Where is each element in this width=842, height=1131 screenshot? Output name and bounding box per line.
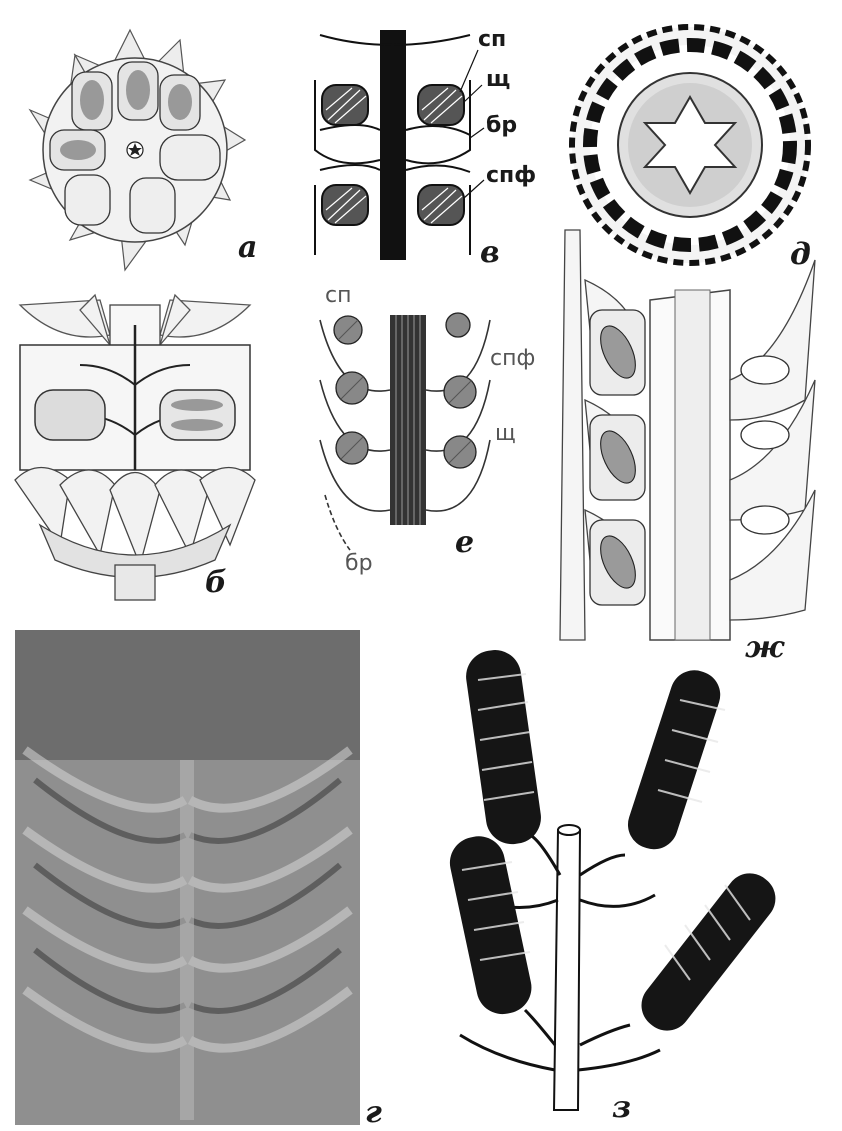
panel-g: г <box>15 630 360 1125</box>
panel-e: сп спф щ бр е <box>300 280 550 580</box>
cutaway-drawing <box>550 220 840 660</box>
panel-zh: ж <box>550 220 840 660</box>
panel-letter-e: е <box>455 525 474 560</box>
longitudinal-section-diagram: сп щ бр спф <box>300 20 550 275</box>
branch-with-cones-drawing <box>440 640 840 1130</box>
panel-z: з <box>440 640 840 1130</box>
fossil-photograph <box>15 630 360 1125</box>
label-br-e: бр <box>345 551 373 576</box>
panel-v: сп щ бр спф в <box>300 20 550 275</box>
panel-letter-z: з <box>612 1090 631 1125</box>
panel-b: б <box>0 285 280 610</box>
label-shch: щ <box>486 67 510 92</box>
label-br: бр <box>486 113 517 138</box>
label-shch-e: щ <box>495 421 516 446</box>
label-sp: сп <box>478 27 506 52</box>
label-sp-e: сп <box>325 283 351 308</box>
panel-a: а <box>0 0 280 290</box>
panel-letter-a: а <box>238 230 257 265</box>
label-spf-e: спф <box>490 346 535 371</box>
panel-letter-g: г <box>365 1095 382 1130</box>
panel-letter-v: в <box>480 235 500 270</box>
label-spf: спф <box>486 163 536 188</box>
longitudinal-section-e-drawing: сп спф щ бр <box>300 280 550 580</box>
strobilus-side-view-drawing <box>0 285 280 610</box>
panel-letter-b: б <box>205 565 227 600</box>
